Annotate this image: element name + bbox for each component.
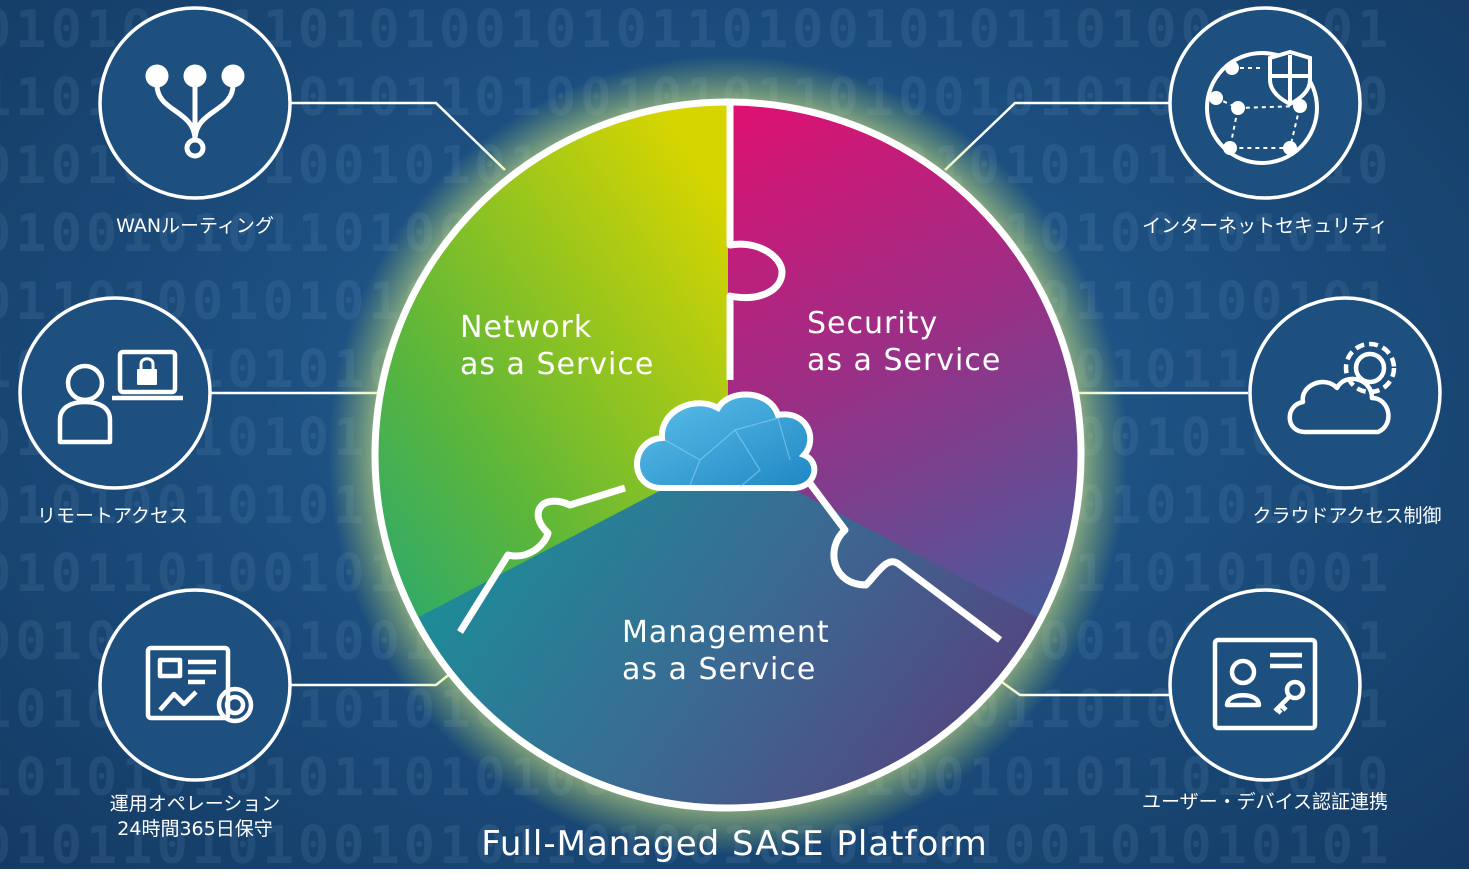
operations-circle xyxy=(98,588,292,782)
network-label: Network as a Service xyxy=(460,309,654,383)
cloud-gear-icon xyxy=(1287,341,1397,435)
branching-network-icon xyxy=(145,64,245,159)
user-device-auth-label: ユーザー・デバイス認証連携 xyxy=(1141,791,1389,813)
internet-security-circle xyxy=(1168,6,1362,200)
internet-security-label: インターネットセキュリティ xyxy=(1142,215,1388,237)
management-label-line2: as a Service xyxy=(622,652,817,687)
operations-label-line2: 24時間365日保守 xyxy=(117,818,273,840)
management-label-line1: Management xyxy=(622,615,830,650)
security-label-line2: as a Service xyxy=(807,343,1002,378)
cloud-facets xyxy=(664,417,791,488)
platform-title: Full-Managed SASE Platform xyxy=(481,824,988,864)
seam-right xyxy=(797,467,1003,643)
cloud-access-label: クラウドアクセス制御 xyxy=(1252,505,1442,527)
security-label: Security as a Service xyxy=(807,305,1001,379)
dashboard-gear-icon xyxy=(145,645,254,724)
cloud-icon xyxy=(634,391,818,492)
seam-top xyxy=(726,104,786,380)
operations-label-line1: 運用オペレーション xyxy=(109,793,281,815)
operations-label: 運用オペレーション 24時間365日保守 xyxy=(45,792,345,842)
seam-left xyxy=(457,484,627,634)
puzzle-seams xyxy=(457,104,1003,643)
remote-access-label: リモートアクセス xyxy=(36,505,189,527)
remote-circle xyxy=(18,296,212,490)
cloud-access-circle xyxy=(1248,296,1442,490)
puzzle-circle xyxy=(375,102,1081,808)
network-label-line2: as a Service xyxy=(460,347,655,382)
network-label-line1: Network xyxy=(460,310,593,345)
globe-network-shield-icon xyxy=(1205,49,1319,165)
id-card-key-icon xyxy=(1212,637,1318,731)
user-auth-circle xyxy=(1168,588,1362,782)
user-laptop-lock-icon xyxy=(57,349,183,445)
circle-outline xyxy=(371,98,1085,812)
security-label-line1: Security xyxy=(807,306,939,341)
management-label: Management as a Service xyxy=(622,614,830,688)
management-piece xyxy=(375,455,1080,808)
wan-routing-label: WANルーティング xyxy=(116,215,274,237)
